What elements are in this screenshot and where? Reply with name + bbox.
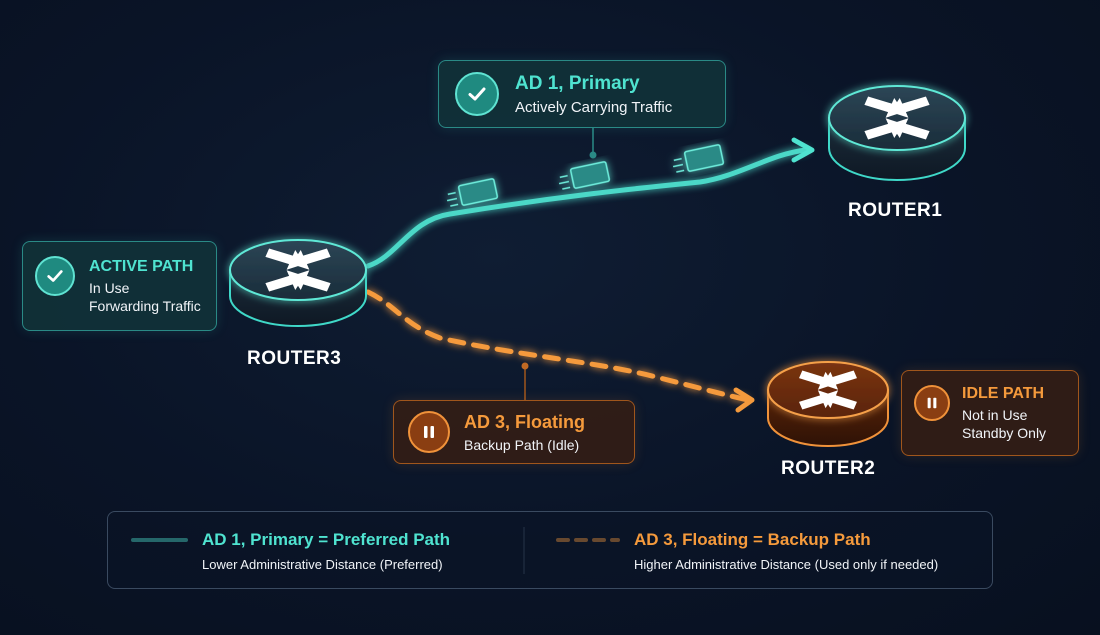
active-path-line1: In Use bbox=[89, 280, 130, 296]
floating-callout-title: AD 3, Floating bbox=[464, 411, 585, 432]
pause-icon bbox=[408, 411, 450, 453]
check-icon bbox=[35, 256, 75, 296]
active-path-line2: Forwarding Traffic bbox=[89, 298, 201, 314]
router2-label: ROUTER2 bbox=[781, 458, 876, 479]
floating-callout: AD 3, Floating Backup Path (Idle) bbox=[393, 400, 635, 464]
idle-path-title: IDLE PATH bbox=[962, 385, 1045, 402]
legend: AD 1, Primary = Preferred Path Lower Adm… bbox=[107, 511, 993, 589]
router3-label: ROUTER3 bbox=[247, 348, 342, 369]
packet-icon bbox=[672, 144, 725, 173]
floating-callout-subtitle: Backup Path (Idle) bbox=[464, 436, 580, 453]
router2-icon[interactable] bbox=[767, 361, 889, 447]
active-path-title: ACTIVE PATH bbox=[89, 258, 194, 275]
active-path-card: ACTIVE PATH In Use Forwarding Traffic bbox=[22, 241, 217, 331]
packet-icon bbox=[446, 178, 499, 207]
legend-primary-title: AD 1, Primary = Preferred Path bbox=[202, 530, 451, 549]
router1-icon[interactable] bbox=[828, 85, 966, 181]
primary-callout: AD 1, Primary Actively Carrying Traffic bbox=[438, 60, 726, 128]
idle-path-line2: Standby Only bbox=[962, 425, 1047, 441]
primary-callout-title: AD 1, Primary bbox=[515, 72, 640, 94]
idle-path-card: IDLE PATH Not in Use Standby Only bbox=[901, 370, 1079, 456]
packet-icon bbox=[558, 161, 611, 190]
check-icon bbox=[455, 72, 499, 116]
legend-backup-desc: Higher Administrative Distance (Used onl… bbox=[634, 557, 939, 572]
router3-icon[interactable] bbox=[229, 239, 367, 327]
floating-callout-dot bbox=[521, 362, 529, 370]
router1-label: ROUTER1 bbox=[848, 200, 943, 221]
primary-path bbox=[365, 137, 815, 269]
idle-path-line1: Not in Use bbox=[962, 407, 1028, 423]
backup-arrowhead-icon bbox=[733, 387, 755, 413]
legend-primary-desc: Lower Administrative Distance (Preferred… bbox=[202, 557, 443, 572]
primary-callout-dot bbox=[589, 151, 597, 159]
backup-path bbox=[365, 289, 755, 413]
primary-arrowhead-icon bbox=[791, 137, 815, 163]
primary-callout-subtitle: Actively Carrying Traffic bbox=[515, 98, 673, 116]
legend-backup-title: AD 3, Floating = Backup Path bbox=[634, 530, 871, 549]
pause-icon bbox=[914, 385, 950, 421]
